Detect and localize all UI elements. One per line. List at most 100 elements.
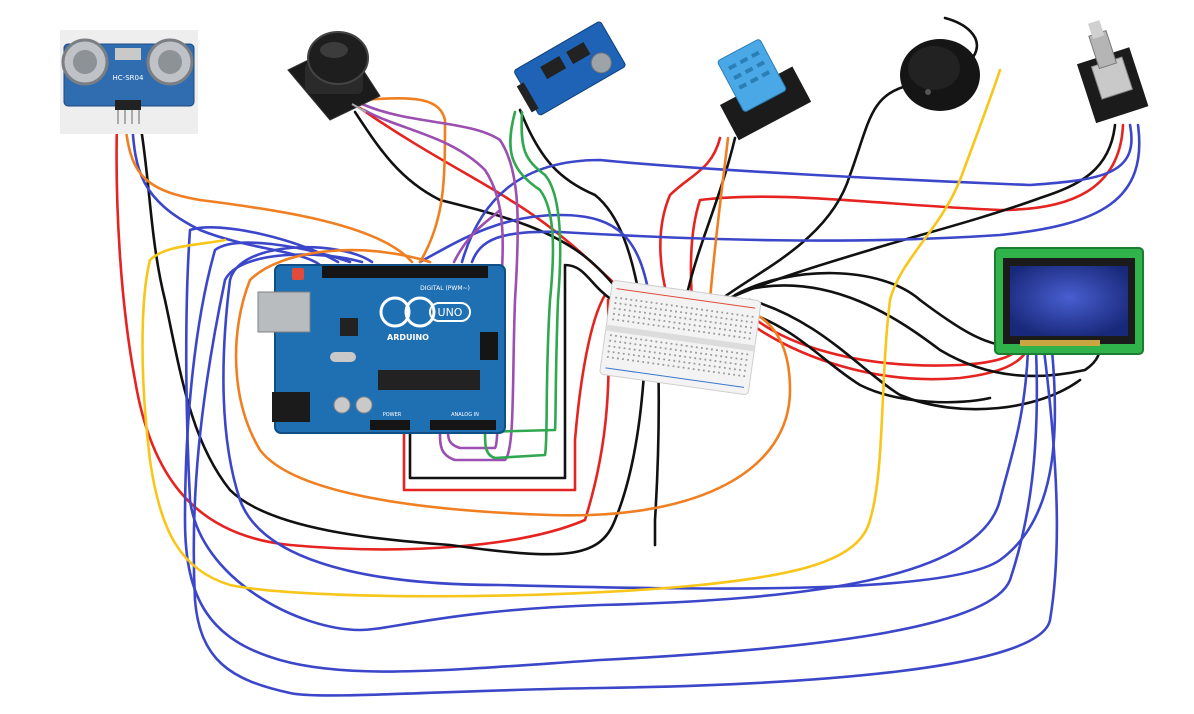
breadboard-hole	[745, 358, 748, 361]
breadboard-hole	[695, 346, 698, 349]
breadboard-hole	[703, 325, 706, 328]
breadboard-hole	[723, 333, 726, 337]
wire-purple	[452, 208, 502, 264]
breadboard-hole	[663, 320, 666, 323]
breadboard-hole	[652, 362, 655, 365]
breadboard-hole	[660, 341, 663, 344]
breadboard-hole	[624, 303, 627, 306]
uno-label: UNO	[438, 306, 463, 319]
breadboard-hole	[679, 316, 682, 319]
breadboard-hole	[711, 310, 714, 313]
breadboard-hole	[618, 308, 621, 311]
breadboard-hole	[695, 313, 698, 316]
buzzer-top	[908, 46, 960, 90]
breadboard-hole	[672, 326, 675, 329]
breadboard-hole	[668, 359, 671, 362]
breadboard-hole	[739, 330, 742, 333]
breadboard-hole	[743, 375, 746, 378]
lcd-screen-glow	[1010, 266, 1128, 336]
breadboard-hole	[644, 306, 647, 309]
wire-red	[659, 136, 722, 302]
breadboard-hole	[670, 304, 673, 307]
power-jack	[272, 392, 310, 422]
breadboard-hole	[664, 309, 667, 312]
wire-green	[483, 110, 555, 460]
breadboard-hole	[684, 355, 687, 358]
arduino-logo	[404, 296, 436, 328]
breadboard-hole	[674, 348, 677, 351]
breadboard-hole	[688, 323, 691, 326]
rail-line-red	[616, 288, 756, 309]
breadboard-hole	[609, 339, 612, 342]
breadboard-hole	[618, 346, 621, 349]
breadboard-hole	[734, 324, 737, 327]
breadboard-hole	[619, 341, 622, 344]
dht-board	[719, 66, 812, 141]
breadboard-hole	[653, 351, 656, 354]
breadboard-hole	[685, 344, 688, 347]
breadboard-hole	[653, 356, 656, 359]
rotary-encoder	[1076, 20, 1149, 124]
breadboard-hole	[637, 360, 640, 363]
wire-red	[689, 123, 1125, 302]
breadboard-hole	[647, 323, 650, 326]
dht-housing	[717, 39, 787, 112]
rail-line-blue	[605, 367, 745, 388]
breadboard-hole	[629, 304, 632, 307]
breadboard-hole	[629, 342, 632, 345]
breadboard-hole	[645, 300, 648, 303]
breadboard-hole	[719, 322, 722, 325]
breadboard-hole	[640, 300, 643, 303]
wire-black	[743, 284, 1102, 378]
capacitor	[333, 396, 351, 414]
usb-port	[257, 291, 311, 333]
breadboard-hole	[613, 307, 616, 310]
breadboard-hole	[692, 329, 695, 332]
breadboard-hole	[648, 350, 651, 353]
digital-header	[322, 266, 488, 278]
wire-blue	[222, 245, 1057, 590]
breadboard-hole	[683, 322, 686, 325]
breadboard-hole	[700, 314, 703, 317]
breadboard-hole	[643, 350, 646, 353]
breadboard-hole	[642, 355, 645, 358]
breadboard-hole	[694, 357, 697, 360]
breadboard-hole	[625, 298, 628, 301]
breadboard-hole	[722, 372, 726, 375]
breadboard-hole	[678, 360, 681, 363]
breadboard-hole	[659, 313, 662, 316]
breadboard-hole	[725, 317, 728, 320]
breadboard-hole	[735, 319, 738, 322]
breadboard-hole	[740, 358, 743, 361]
wire-black	[353, 110, 624, 302]
breadboard-hole	[677, 327, 680, 330]
breadboard-hole	[624, 341, 627, 344]
breadboard-hole	[612, 351, 615, 354]
breadboard-hole	[704, 358, 707, 361]
breadboard-hole	[749, 326, 753, 329]
breadboard-hole	[746, 353, 749, 356]
breadboard-hole	[684, 350, 687, 353]
breadboard-hole	[678, 322, 681, 325]
dht-grille	[727, 50, 771, 90]
breadboard-hole	[700, 346, 703, 350]
breadboard-hole	[669, 348, 672, 351]
breadboard-hole	[685, 306, 688, 309]
analog-label: ANALOG IN	[451, 412, 479, 418]
breadboard-hole	[616, 357, 619, 360]
breadboard-hole	[617, 351, 620, 355]
breadboard-hole	[688, 361, 691, 364]
breadboard-hole	[637, 321, 640, 324]
breadboard-hole	[644, 344, 647, 347]
wire-blue	[184, 226, 1030, 632]
breadboard-hole	[677, 365, 680, 368]
wire-black	[718, 16, 979, 302]
breadboard-hole	[673, 354, 677, 357]
breadboard-hole	[694, 351, 697, 354]
breadboard-hole	[724, 361, 727, 364]
breadboard-hole	[635, 299, 638, 302]
breadboard-hole	[648, 312, 652, 315]
breadboard-hole	[741, 352, 744, 355]
power-header	[370, 420, 410, 430]
dht-sensor	[717, 39, 812, 141]
